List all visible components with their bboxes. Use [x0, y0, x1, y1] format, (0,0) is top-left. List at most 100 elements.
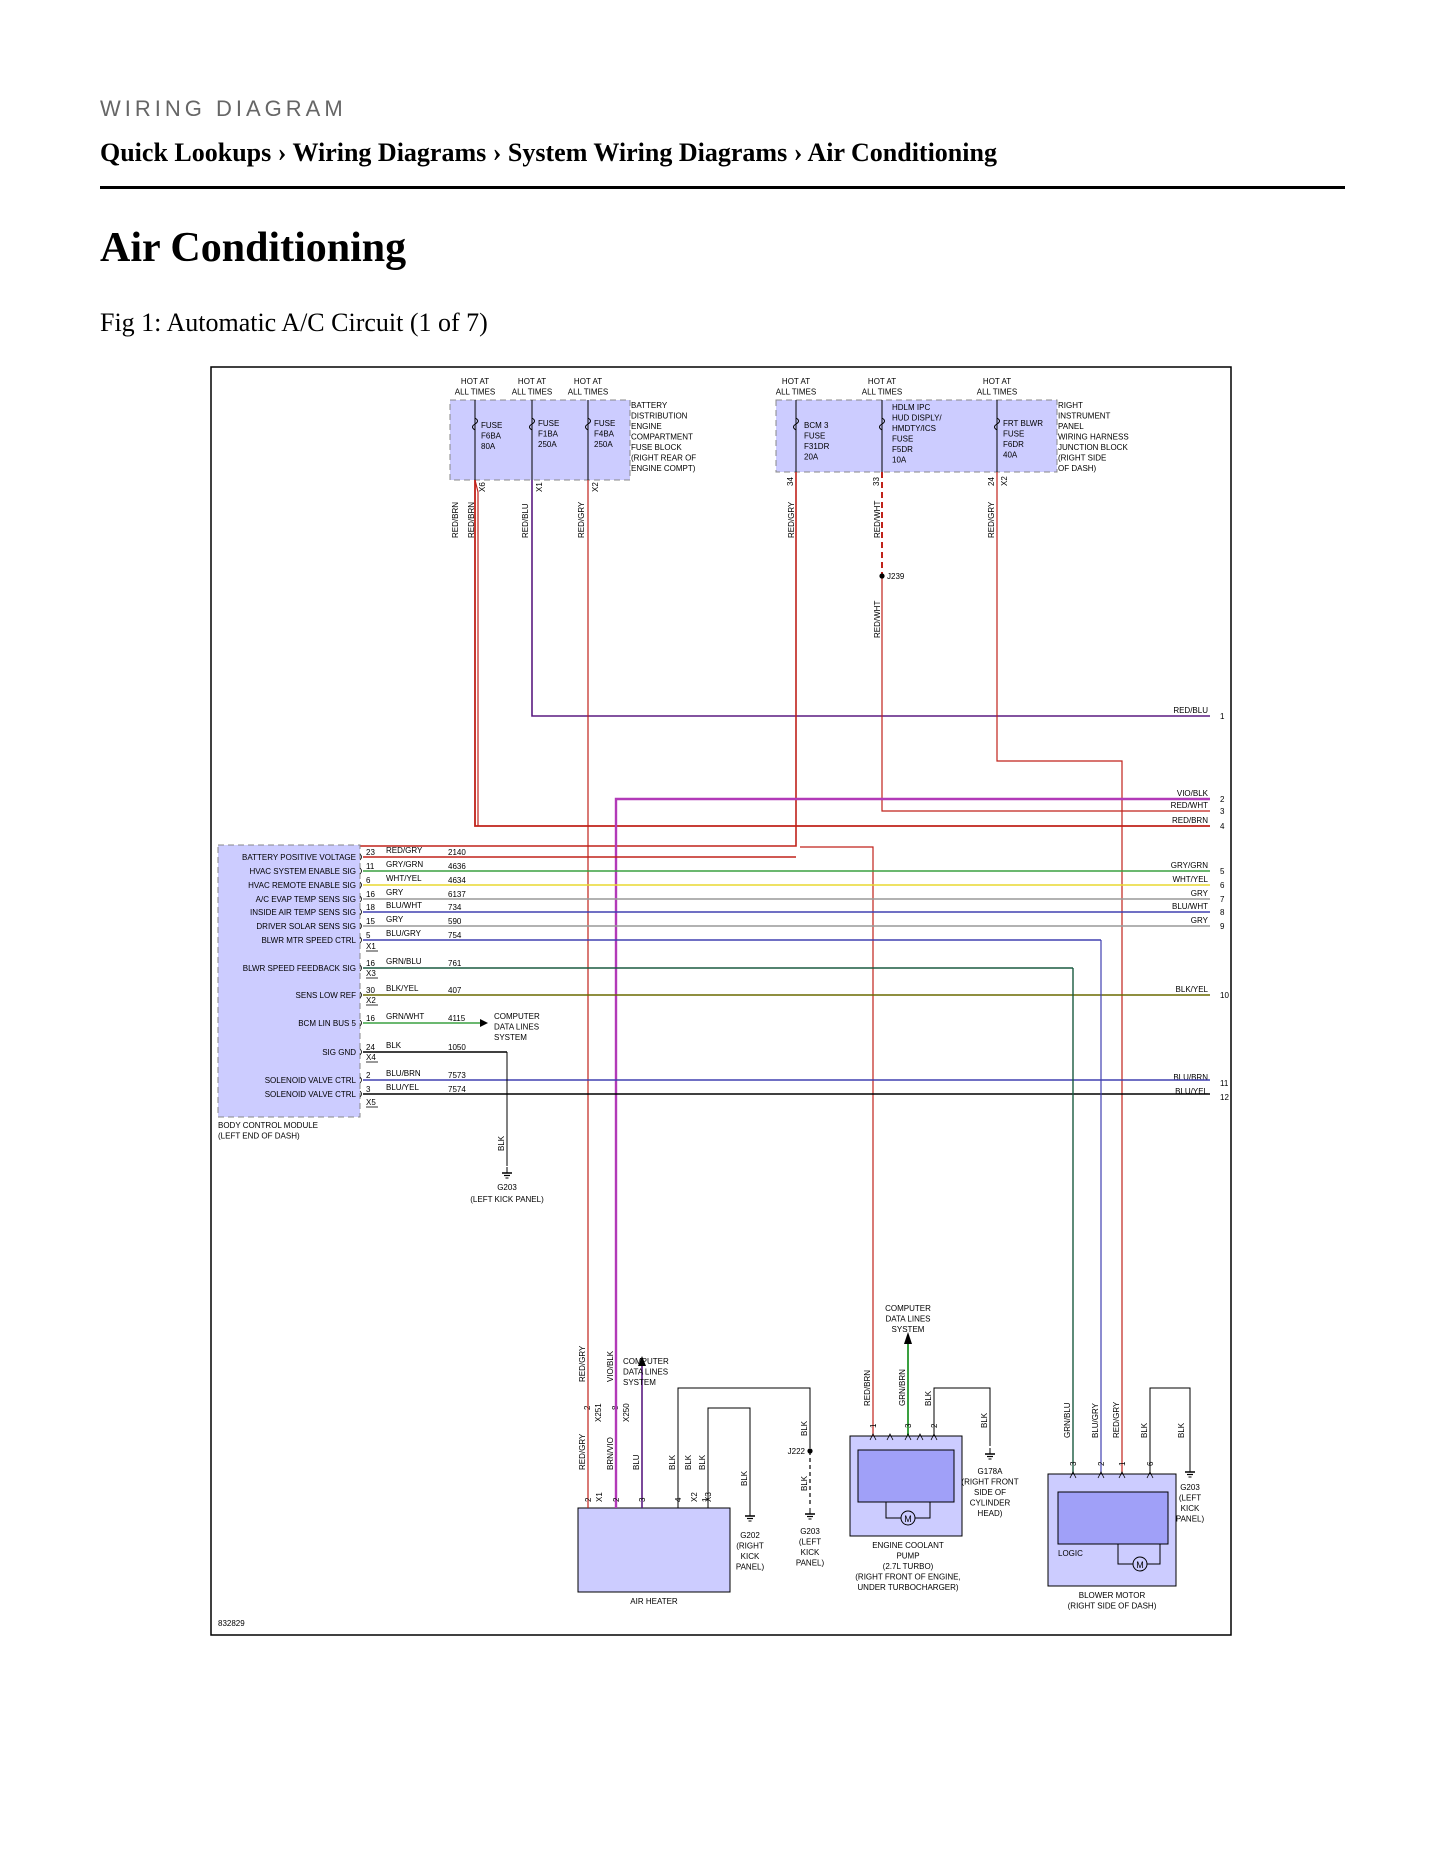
fuse-symbol — [994, 417, 1000, 431]
fuse-symbol — [585, 417, 591, 431]
connector-symbol — [359, 908, 362, 916]
fuse-label: 20A — [804, 453, 819, 462]
wire-color-label: RED/BRN — [1172, 816, 1208, 825]
blower-motor-label: BLOWER MOTOR — [1079, 1591, 1146, 1600]
wire-color-label: GRY/GRN — [1171, 861, 1208, 870]
breadcrumb-item-wiring-diagrams[interactable]: Wiring Diagrams — [292, 138, 487, 167]
bcm-signal-label: HVAC REMOTE ENABLE SIG — [248, 881, 356, 890]
bcm-signal-label: SOLENOID VALVE CTRL — [265, 1090, 357, 1099]
circuit-number: 4115 — [448, 1014, 466, 1023]
ground-label: (LEFT — [799, 1538, 821, 1547]
breadcrumb-item-air-conditioning[interactable]: Air Conditioning — [807, 138, 997, 167]
hot-at-all-times-label: ALL TIMES — [776, 388, 816, 397]
ground-label: CYLINDER — [970, 1499, 1011, 1508]
ground-label: G203 — [800, 1527, 820, 1536]
bcm-pin-number: 2 — [366, 1071, 371, 1080]
fuse-label: F6BA — [481, 432, 502, 441]
connector-arrow — [869, 1433, 877, 1441]
fuse-block-engine-label: ENGINE COMPT) — [631, 464, 696, 473]
connector-arrow — [886, 1433, 894, 1441]
fuse-label: 250A — [538, 440, 557, 449]
connector-symbol — [359, 991, 362, 999]
circuit-number: 7574 — [448, 1085, 466, 1094]
fuse-label: F6DR — [1003, 440, 1024, 449]
connector-pin-label: 1 — [1118, 1461, 1127, 1466]
wire-color-label: GRN/BLU — [386, 957, 422, 966]
page-title: Air Conditioning — [100, 225, 407, 271]
ground-label: PANEL) — [796, 1559, 825, 1568]
wire-color-label: BLK — [924, 1390, 933, 1406]
wire-red-brn — [474, 480, 1210, 827]
hot-at-all-times-label: HOT AT — [868, 377, 896, 386]
wire-color-label: BLK — [386, 1041, 402, 1050]
engine-coolant-pump-label: UNDER TURBOCHARGER) — [857, 1583, 959, 1592]
connector-arrow — [1069, 1471, 1077, 1479]
fuse-block-engine-label: FUSE BLOCK — [631, 443, 682, 452]
bcm-signal-label: BLWR SPEED FEEDBACK SIG — [243, 964, 356, 973]
fuse-label: 10A — [892, 456, 907, 465]
wire-color-label: GRY — [1191, 916, 1209, 925]
connector-pin-label: 24 — [987, 477, 996, 486]
fuse-block-instrument-panel-label: JUNCTION BLOCK — [1058, 443, 1128, 452]
wire-red-brn-pump — [800, 846, 874, 1406]
diagram-id-code: 832829 — [218, 1619, 245, 1628]
bcm-signal-label: INSIDE AIR TEMP SENS SIG — [250, 908, 356, 917]
bcm-signal-label: BCM LIN BUS 5 — [298, 1019, 356, 1028]
hot-at-all-times-label: HOT AT — [461, 377, 489, 386]
wire-color-label: RED/GRY — [577, 501, 586, 538]
wire-color-label: BLU/BRN — [386, 1069, 421, 1078]
breadcrumb-item-system-wiring[interactable]: System Wiring Diagrams — [507, 138, 788, 167]
wire-color-label: RED/WHT — [873, 501, 882, 538]
connector-pin-label: 3 — [1069, 1461, 1078, 1466]
fuse-block-instrument-panel-label: OF DASH) — [1058, 464, 1097, 473]
computer-data-lines-label: SYSTEM — [892, 1325, 925, 1334]
fuse-label: FUSE — [804, 432, 825, 441]
hot-at-all-times-label: ALL TIMES — [512, 388, 552, 397]
connector-symbol — [359, 853, 362, 861]
wire-red-wht — [881, 576, 1210, 812]
bcm-pin-number: 30 — [366, 986, 375, 995]
motor-label: M — [904, 1514, 912, 1524]
wire-color-label: BLK — [668, 1454, 677, 1470]
bcm-connector-label: X5 — [366, 1098, 376, 1107]
wire-color-label: BRN/VIO — [606, 1437, 615, 1470]
hot-at-all-times-label: ALL TIMES — [568, 388, 608, 397]
off-page-connector-number: 4 — [1220, 822, 1225, 831]
connector-pin-label: X251 — [594, 1403, 603, 1422]
fuse-block-engine-label: (RIGHT REAR OF — [631, 454, 696, 463]
wire-color-label: BLK — [1140, 1422, 1149, 1438]
computer-data-lines-label: COMPUTER — [494, 1012, 540, 1021]
ground-label: G202 — [740, 1531, 760, 1540]
wire-color-label: BLK — [684, 1454, 693, 1470]
wire-color-label: RED/GRY — [578, 1433, 587, 1470]
wire-color-label: WHT/YEL — [386, 874, 422, 883]
off-page-connector-number: 8 — [1220, 908, 1225, 917]
breadcrumb-item-quick-lookups[interactable]: Quick Lookups — [100, 138, 272, 167]
wire-color-label: BLK — [800, 1475, 809, 1491]
bcm-pin-number: 23 — [366, 848, 375, 857]
bcm-connector-label: X4 — [366, 1053, 376, 1062]
wire-color-label: BLU/WHT — [386, 901, 422, 910]
pump-wire-blk — [933, 1387, 991, 1446]
bcm-pin-number: 18 — [366, 903, 375, 912]
fuse-label: FUSE — [594, 419, 615, 428]
wire-color-label: BLU — [632, 1454, 641, 1470]
bcm-signal-label: HVAC SYSTEM ENABLE SIG — [249, 867, 356, 876]
fuse-label: FUSE — [1003, 430, 1024, 439]
ground-label: (LEFT — [1179, 1494, 1201, 1503]
hot-at-all-times-label: ALL TIMES — [455, 388, 495, 397]
circuit-number: 590 — [448, 917, 462, 926]
connector-symbol — [359, 1019, 362, 1027]
motor-wire — [1117, 1544, 1161, 1565]
breadcrumb-separator: › — [492, 138, 502, 167]
air-heater-wire-blk — [677, 1387, 811, 1508]
circuit-number: 761 — [448, 959, 462, 968]
hot-at-all-times-label: HOT AT — [983, 377, 1011, 386]
fuse-label: 80A — [481, 442, 496, 451]
wire-color-label: BLK — [497, 1135, 506, 1151]
fuse-label: FRT BLWR — [1003, 419, 1043, 428]
circuit-number: 4634 — [448, 876, 466, 885]
fuse-block-instrument-panel-label: (RIGHT SIDE — [1058, 454, 1106, 463]
fuse-block-instrument-panel-label: RIGHT — [1058, 401, 1083, 410]
ground-label: G203 — [1180, 1483, 1200, 1492]
